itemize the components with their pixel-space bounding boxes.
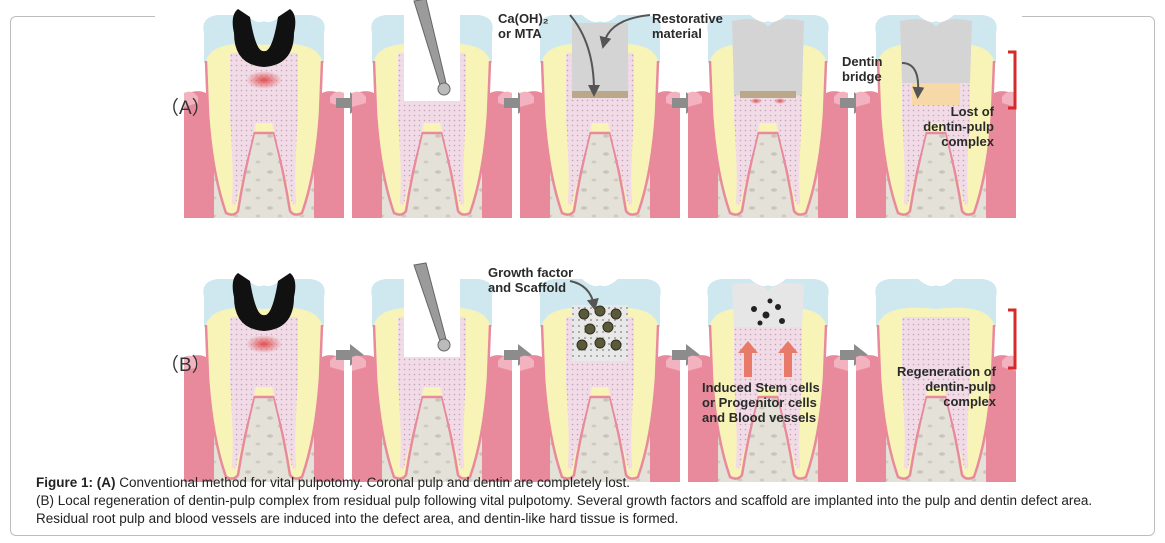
ca-oh-line-1: Ca(OH)₂ [498, 11, 549, 26]
growth-factor-line-1: Growth factor [488, 265, 574, 280]
stem-cells [751, 298, 785, 326]
growth-factor-line-2: and Scaffold [488, 280, 567, 295]
row-b-step3-tooth [518, 277, 682, 484]
caption-line-b: (B) Local regeneration of dentin-pulp co… [36, 493, 1093, 526]
caption-line-a: Figure 1: (A) Conventional method for vi… [36, 474, 1141, 492]
ca-oh-line-2: or MTA [498, 26, 542, 41]
row-b-step2-tooth [350, 262, 514, 484]
induced-line-3: and Blood vessels [702, 410, 817, 425]
row-a-step1-tooth [182, 9, 346, 220]
restorative-line-1: Restorative [652, 11, 723, 26]
lost-line-2: dentin-pulp [923, 119, 994, 134]
caption-text-a: Conventional method for vital pulpotomy.… [115, 475, 631, 490]
induction-arrows [738, 341, 798, 377]
row-b-bracket [1008, 308, 1017, 370]
restorative-annotation: Restorative material [652, 11, 723, 41]
lost-line-1: Lost of [950, 104, 994, 119]
growth-factor-spheres [576, 305, 622, 351]
row-a-step4-tooth [686, 13, 850, 220]
dentin-bridge-line-1: Dentin [842, 54, 883, 69]
dentin-bridge-line-2: bridge [842, 69, 882, 84]
regeneration-annotation: Regeneration of dentin-pulp complex [870, 364, 996, 409]
regeneration-line-3: complex [943, 394, 996, 409]
dentin-bridge [912, 83, 960, 105]
frame-title-gap [155, 14, 1022, 18]
dental-bur-icon [413, 262, 451, 352]
regeneration-line-1: Regeneration of [897, 364, 996, 379]
growth-factor-annotation: Growth factor and Scaffold [488, 265, 573, 295]
row-a-step5-tooth [854, 13, 1018, 220]
induced-line-1: Induced Stem cells [702, 380, 820, 395]
row-b-step1-tooth [182, 273, 346, 484]
ca-oh-annotation: Ca(OH)₂ or MTA [498, 11, 549, 41]
caption-label: Figure 1: (A) [36, 475, 116, 490]
row-a-bracket [1008, 50, 1017, 110]
row-b-step4-tooth [686, 277, 850, 484]
figure-caption: Figure 1: (A) Conventional method for vi… [36, 474, 1141, 528]
row-a-label: （A） [160, 98, 211, 119]
induced-line-2: or Progenitor cells [702, 395, 817, 410]
induced-cells-annotation: Induced Stem cells or Progenitor cells a… [702, 380, 820, 425]
row-a-step3-tooth [518, 13, 682, 220]
ca-oh-layer [572, 91, 628, 98]
row-b-label: （B） [160, 355, 211, 376]
row-a-step2-tooth [350, 0, 514, 220]
lost-line-3: complex [941, 134, 994, 149]
lost-complex-annotation: Lost of dentin-pulp complex [898, 104, 994, 149]
restorative-line-2: material [652, 26, 702, 41]
regeneration-line-2: dentin-pulp [925, 379, 996, 394]
dental-bur-icon [413, 0, 451, 96]
dentin-bridge-annotation: Dentin bridge [842, 54, 882, 84]
